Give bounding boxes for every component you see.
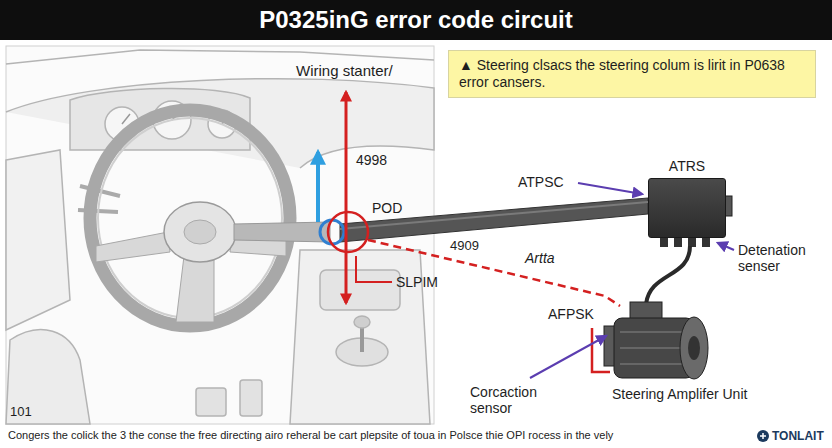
callout-number: 4909 xyxy=(450,238,479,253)
watermark: TONLAIT xyxy=(772,429,824,443)
part-label: ATPSC xyxy=(518,174,564,190)
car-interior xyxy=(354,316,370,328)
car-interior xyxy=(6,150,70,330)
motor-unit xyxy=(646,246,690,304)
column-markers xyxy=(328,212,368,252)
steering-column xyxy=(234,198,648,242)
steering-wheel xyxy=(184,220,216,244)
logo-mark xyxy=(760,433,766,439)
steering-column xyxy=(234,222,330,242)
module-detail xyxy=(674,238,682,247)
car-interior xyxy=(360,326,364,352)
page-number: 101 xyxy=(10,404,32,419)
steering-wheel xyxy=(164,202,236,262)
column-markers xyxy=(356,256,392,282)
motor-unit xyxy=(630,302,662,320)
steering-column xyxy=(340,198,648,242)
steering-wheel xyxy=(96,232,170,262)
column-markers xyxy=(345,92,348,303)
signal-label: SLPIM xyxy=(396,274,438,290)
motor-unit xyxy=(688,336,700,360)
car-interior xyxy=(320,270,400,310)
leader-arrows xyxy=(578,183,642,194)
column-markers xyxy=(320,220,344,244)
steering-wheel xyxy=(90,110,290,326)
motor-unit xyxy=(620,332,688,364)
control-module: ATRS xyxy=(648,178,726,238)
wire-label: Wiring stanter/ xyxy=(296,62,393,79)
part-label: POD xyxy=(372,200,402,216)
part-label: Steering Amplifer Unit xyxy=(612,386,747,402)
sensor-label: Detenation senser xyxy=(738,242,826,274)
part-label: AFPSK xyxy=(548,306,594,322)
note-text: ▲ Steering clsacs the steering colum is … xyxy=(459,57,805,91)
wire-label: Artta xyxy=(525,250,555,266)
callout-number: 4998 xyxy=(356,152,387,168)
module-detail xyxy=(702,238,710,247)
sensor-label: Corcaction sensor xyxy=(470,384,560,416)
note-box: ▲ Steering clsacs the steering colum is … xyxy=(448,50,816,98)
leader-arrows xyxy=(530,336,606,378)
leader-arrows xyxy=(718,243,734,250)
car-interior xyxy=(6,330,90,424)
diagram-title: P0325inG error code circuit xyxy=(0,0,832,40)
logo-mark xyxy=(757,430,769,442)
car-interior xyxy=(6,50,434,64)
signal-wire xyxy=(368,240,620,306)
module-label: ATRS xyxy=(629,158,745,175)
motor-unit xyxy=(680,317,708,379)
column-markers xyxy=(316,152,320,222)
car-interior xyxy=(240,380,262,416)
signal-wire xyxy=(368,240,620,372)
caption-text: Congers the colick the 3 the conse the f… xyxy=(8,429,753,442)
module-detail xyxy=(688,238,696,247)
logo-mark xyxy=(757,430,769,442)
steering-wheel xyxy=(176,256,214,322)
motor-unit xyxy=(604,246,708,379)
car-interior xyxy=(196,388,226,416)
module-detail xyxy=(660,238,668,247)
column-markers xyxy=(318,92,392,303)
steering-wheel xyxy=(90,110,290,326)
